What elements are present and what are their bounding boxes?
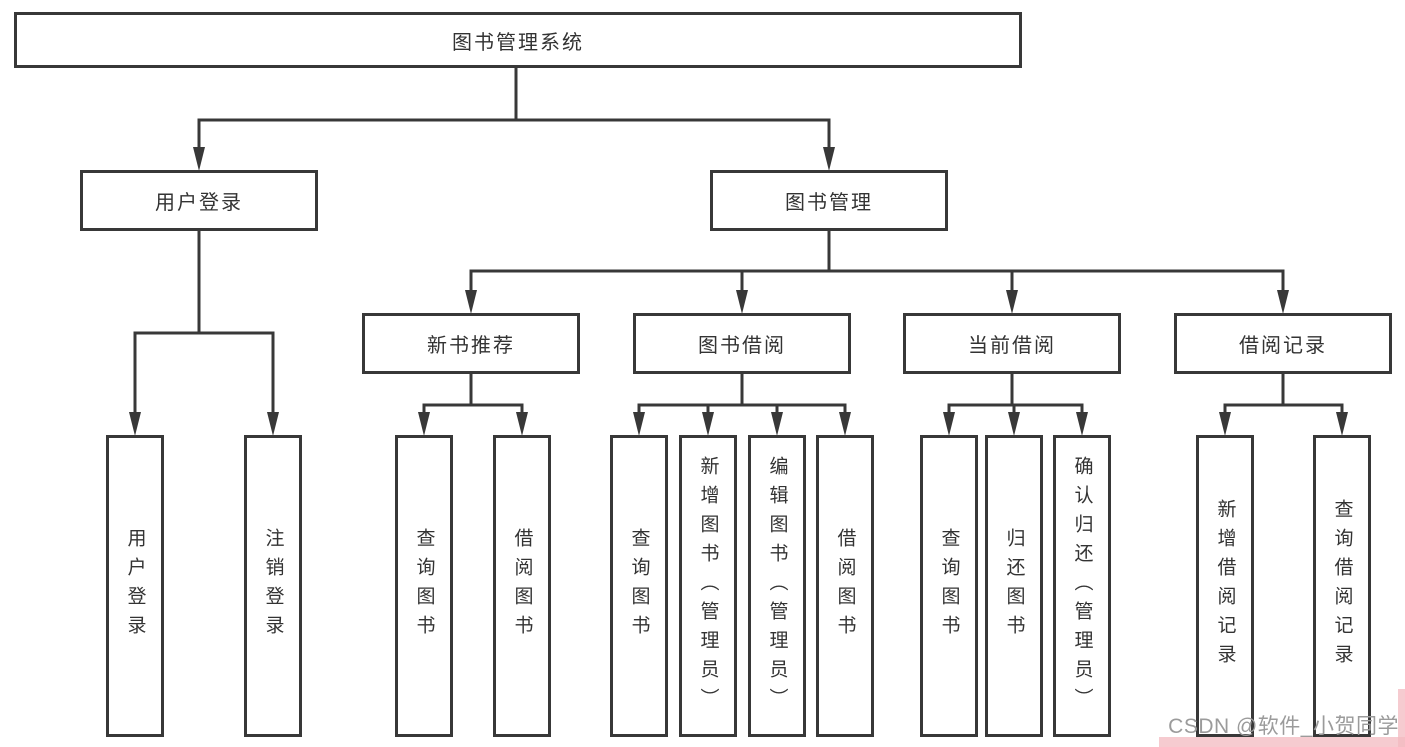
csdn-watermark: CSDN @软件_小贺同学	[1168, 715, 1399, 738]
arrow-head	[465, 290, 477, 314]
connector-newbook-to-leaves	[422, 371, 524, 419]
node-current-borrowing: 当前借阅	[903, 313, 1121, 374]
arrow-head	[193, 147, 205, 171]
arrow-head	[516, 412, 528, 436]
arrow-head	[267, 412, 279, 436]
node-leaf-user-login: 用户登录	[106, 435, 164, 737]
node-label: 借阅图书	[834, 528, 856, 644]
connector-current-to-leaves	[947, 371, 1084, 419]
connector-record-to-leaves	[1223, 371, 1344, 419]
node-label: 用户登录	[155, 192, 243, 214]
node-label: 查询借阅记录	[1331, 499, 1353, 673]
node-label: 注销登录	[262, 528, 284, 644]
arrow-head	[1336, 412, 1348, 436]
connector-user-to-leaves	[133, 227, 275, 419]
arrow-head	[1076, 412, 1088, 436]
node-borrowing-records: 借阅记录	[1174, 313, 1392, 374]
node-book-management: 图书管理	[710, 170, 948, 231]
node-label: 查询图书	[413, 528, 435, 644]
node-label: 归还图书	[1003, 528, 1025, 644]
node-label: 查询图书	[938, 528, 960, 644]
node-leaf-record-query: 查询借阅记录	[1313, 435, 1371, 737]
node-label: 新书推荐	[427, 335, 515, 357]
arrow-head	[418, 412, 430, 436]
watermark-accent-strip-bottom	[1159, 737, 1405, 747]
watermark-accent-strip-right	[1398, 689, 1405, 747]
arrow-head	[736, 290, 748, 314]
node-leaf-borrow-do: 借阅图书	[816, 435, 874, 737]
node-leaf-newbook-borrow: 借阅图书	[493, 435, 551, 737]
node-leaf-borrow-add-admin: 新增图书（管理员）	[679, 435, 737, 737]
node-leaf-borrow-edit-admin: 编辑图书（管理员）	[748, 435, 806, 737]
node-leaf-current-confirm-admin: 确认归还（管理员）	[1053, 435, 1111, 737]
node-leaf-newbook-query: 查询图书	[395, 435, 453, 737]
arrow-head	[839, 412, 851, 436]
node-label: 借阅记录	[1239, 335, 1327, 357]
node-label: 用户登录	[124, 528, 146, 644]
node-root-system: 图书管理系统	[14, 12, 1022, 68]
node-label: 编辑图书（管理员）	[766, 455, 788, 717]
node-label: 当前借阅	[968, 335, 1056, 357]
node-label: 借阅图书	[511, 528, 533, 644]
connector-borrow-to-leaves	[637, 371, 847, 419]
arrow-head	[943, 412, 955, 436]
node-label: 图书借阅	[698, 335, 786, 357]
arrow-head	[1008, 412, 1020, 436]
node-label: 确认归还（管理员）	[1071, 455, 1093, 717]
node-book-borrowing: 图书借阅	[633, 313, 851, 374]
arrow-head	[771, 412, 783, 436]
node-leaf-borrow-query: 查询图书	[610, 435, 668, 737]
node-label: 新增图书（管理员）	[697, 455, 719, 717]
node-leaf-current-query: 查询图书	[920, 435, 978, 737]
arrow-head	[1277, 290, 1289, 314]
node-label: 新增借阅记录	[1214, 499, 1236, 673]
node-leaf-record-add: 新增借阅记录	[1196, 435, 1254, 737]
arrow-head	[823, 147, 835, 171]
arrow-head	[633, 412, 645, 436]
arrow-head	[1006, 290, 1018, 314]
node-label: 图书管理	[785, 192, 873, 214]
arrow-head	[702, 412, 714, 436]
node-leaf-current-return: 归还图书	[985, 435, 1043, 737]
connector-book-to-level3	[469, 227, 1285, 298]
node-leaf-logout: 注销登录	[244, 435, 302, 737]
node-label: 图书管理系统	[452, 31, 584, 54]
arrow-head	[129, 412, 141, 436]
node-label: 查询图书	[628, 528, 650, 644]
connector-root-to-level2	[197, 64, 831, 154]
node-new-book-recommend: 新书推荐	[362, 313, 580, 374]
node-user-login: 用户登录	[80, 170, 318, 231]
arrow-head	[1219, 412, 1231, 436]
arrow-heads	[129, 147, 1348, 436]
